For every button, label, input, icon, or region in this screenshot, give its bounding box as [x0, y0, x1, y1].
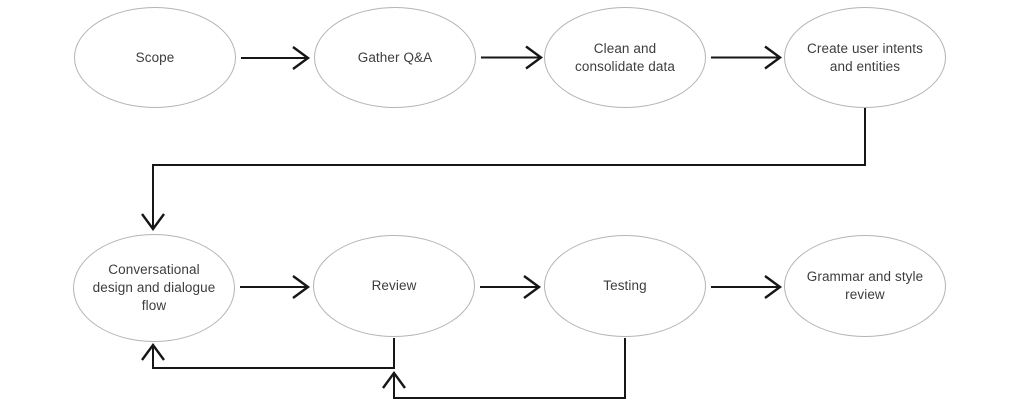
- node-create-user-intents-entities-label: Create user intents and entities: [807, 40, 923, 74]
- node-review-label: Review: [371, 278, 417, 294]
- node-conversational-design-dialogue-flow: Conversational design and dialogue flow: [73, 234, 235, 342]
- node-grammar-style-review-label: Grammar and style review: [806, 269, 924, 302]
- node-grammar-style-review: Grammar and style review: [784, 235, 946, 337]
- node-review: Review: [313, 235, 475, 337]
- node-create-user-intents-entities: Create user intents and entities: [784, 7, 946, 108]
- node-scope: Scope: [74, 7, 236, 108]
- node-gather-qa-label: Gather Q&A: [357, 49, 433, 65]
- edge-review-feedback-to-conversational: [141, 338, 395, 369]
- node-testing: Testing: [544, 235, 706, 337]
- node-clean-consolidate-data-label: Clean and consolidate data: [575, 40, 675, 74]
- node-scope-label: Scope: [135, 49, 175, 65]
- node-clean-consolidate-data: Clean and consolidate data: [544, 7, 706, 108]
- edge-create-intents-to-conversational: [141, 107, 866, 232]
- node-gather-qa: Gather Q&A: [314, 7, 476, 108]
- node-testing-label: Testing: [603, 278, 647, 294]
- edge-testing-feedback-merge: [382, 338, 626, 399]
- node-conversational-design-dialogue-flow-label: Conversational design and dialogue flow: [92, 262, 216, 313]
